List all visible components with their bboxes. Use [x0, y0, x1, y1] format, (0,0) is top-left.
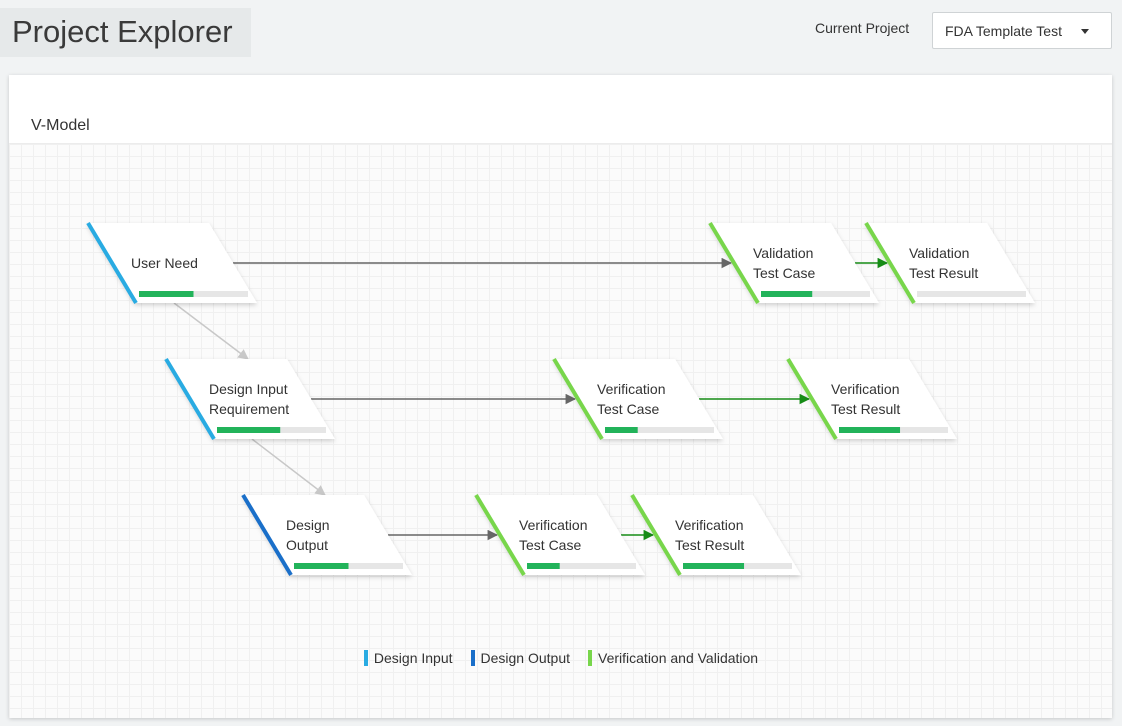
node-label: Verification	[519, 517, 587, 533]
node-progress-track	[527, 563, 636, 569]
legend-item-verification_validation: Verification and Validation	[588, 650, 758, 666]
legend-label: Verification and Validation	[598, 650, 759, 666]
legend-swatch	[588, 650, 593, 666]
node-user-need[interactable]: User Need	[86, 221, 257, 305]
node-progress-fill	[527, 563, 560, 569]
legend-item-design_input: Design Input	[363, 650, 453, 666]
project-select[interactable]: FDA Template Test	[932, 12, 1112, 49]
node-progress-fill	[217, 427, 281, 433]
node-progress-track	[761, 291, 870, 297]
node-label: Validation	[909, 245, 969, 261]
node-label: User Need	[131, 255, 198, 271]
v-model-card: V-Model	[9, 75, 1112, 718]
node-label: Validation	[753, 245, 813, 261]
node-category-stripe	[864, 221, 916, 305]
node-label: Requirement	[209, 401, 289, 417]
node-progress-fill	[294, 563, 349, 569]
node-label: Test Case	[753, 265, 815, 281]
node-category-stripe	[474, 493, 526, 577]
node-progress-track	[605, 427, 714, 433]
legend-swatch	[470, 650, 475, 666]
node-category-stripe	[708, 221, 760, 305]
node-shape	[242, 495, 412, 575]
node-label: Output	[286, 537, 328, 553]
node-category-stripe	[164, 357, 216, 441]
card-divider	[9, 143, 1112, 144]
node-shape	[865, 223, 1035, 303]
node-label: Test Result	[909, 265, 978, 281]
node-progress-track	[917, 291, 1026, 297]
node-shape	[165, 359, 335, 439]
node-category-stripe	[86, 221, 138, 305]
node-category-stripe	[552, 357, 604, 441]
node-category-stripe	[786, 357, 838, 441]
node-shape	[475, 495, 645, 575]
node-progress-fill	[139, 291, 194, 297]
node-category-stripe	[630, 493, 682, 577]
legend-label: Design Output	[480, 650, 571, 666]
current-project-label: Current Project	[815, 20, 910, 36]
node-label: Test Result	[831, 401, 900, 417]
chevron-down-icon	[1081, 29, 1089, 34]
node-label: Design	[286, 517, 330, 533]
node-shape	[631, 495, 801, 575]
legend-swatch	[363, 650, 368, 666]
node-progress-fill	[761, 291, 813, 297]
node-label: Test Case	[519, 537, 581, 553]
node-label: Verification	[597, 381, 665, 397]
node-shape	[787, 359, 957, 439]
node-label: Test Case	[597, 401, 659, 417]
node-progress-fill	[839, 427, 901, 433]
node-label: Test Result	[675, 537, 744, 553]
page-title: Project Explorer	[0, 8, 251, 57]
legend-label: Design Input	[373, 650, 453, 666]
node-label: Verification	[675, 517, 743, 533]
node-shape	[87, 223, 257, 303]
node-label: Verification	[831, 381, 899, 397]
legend: Design Input Design Output Verification an…	[0, 650, 1122, 666]
node-category-stripe	[241, 493, 293, 577]
node-shape	[553, 359, 723, 439]
card-title: V-Model	[31, 117, 90, 134]
node-shape	[709, 223, 879, 303]
node-label: Design Input	[209, 381, 288, 397]
node-progress-fill	[605, 427, 638, 433]
project-select-value: FDA Template Test	[945, 23, 1062, 39]
legend-item-design_output: Design Output	[470, 650, 571, 666]
node-progress-fill	[683, 563, 745, 569]
